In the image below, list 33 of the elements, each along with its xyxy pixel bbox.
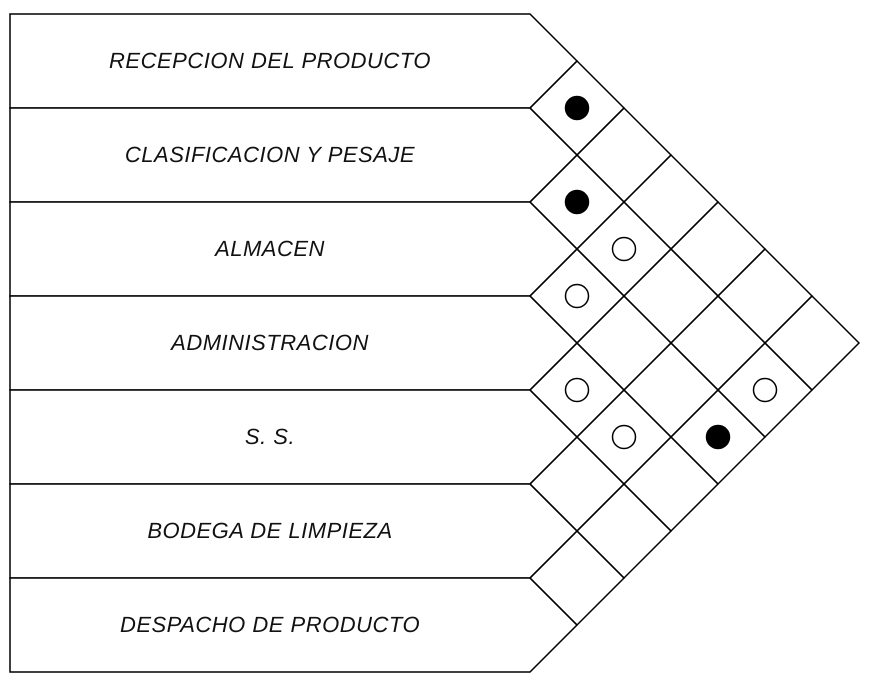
activity-label: ADMINISTRACION — [171, 330, 369, 356]
activity-row — [10, 296, 577, 390]
solid-dot — [564, 189, 590, 215]
relationship-cell — [671, 390, 765, 484]
activity-label: S. S. — [244, 424, 296, 450]
activity-label: ALMACEN — [215, 236, 325, 262]
activity-row — [10, 390, 577, 484]
activity-row — [10, 108, 577, 202]
solid-dot — [705, 424, 731, 450]
relationship-cell — [577, 484, 671, 578]
activity-label: DESPACHO DE PRODUCTO — [120, 612, 420, 638]
relationship-cell — [530, 437, 624, 531]
relationship-cell — [530, 155, 624, 249]
relationship-cell — [530, 61, 624, 155]
open-circle — [564, 283, 590, 309]
activity-label: RECEPCION DEL PRODUCTO — [109, 48, 431, 74]
open-circle — [564, 377, 590, 403]
activity-row — [10, 202, 577, 296]
activity-label: BODEGA DE LIMPIEZA — [147, 518, 393, 544]
solid-dot — [564, 95, 590, 121]
relationship-cell — [624, 437, 718, 531]
activity-row — [10, 484, 577, 578]
relationship-cell — [718, 343, 812, 437]
relationship-cell — [530, 531, 624, 625]
relationship-cell — [530, 343, 624, 437]
open-circle — [611, 236, 637, 262]
open-circle — [611, 424, 637, 450]
activity-label: CLASIFICACION Y PESAJE — [124, 142, 416, 168]
activity-row — [10, 578, 577, 672]
open-circle — [752, 377, 778, 403]
relationship-cell — [765, 296, 859, 390]
relationship-cell — [530, 249, 624, 343]
activity-row — [10, 14, 577, 108]
